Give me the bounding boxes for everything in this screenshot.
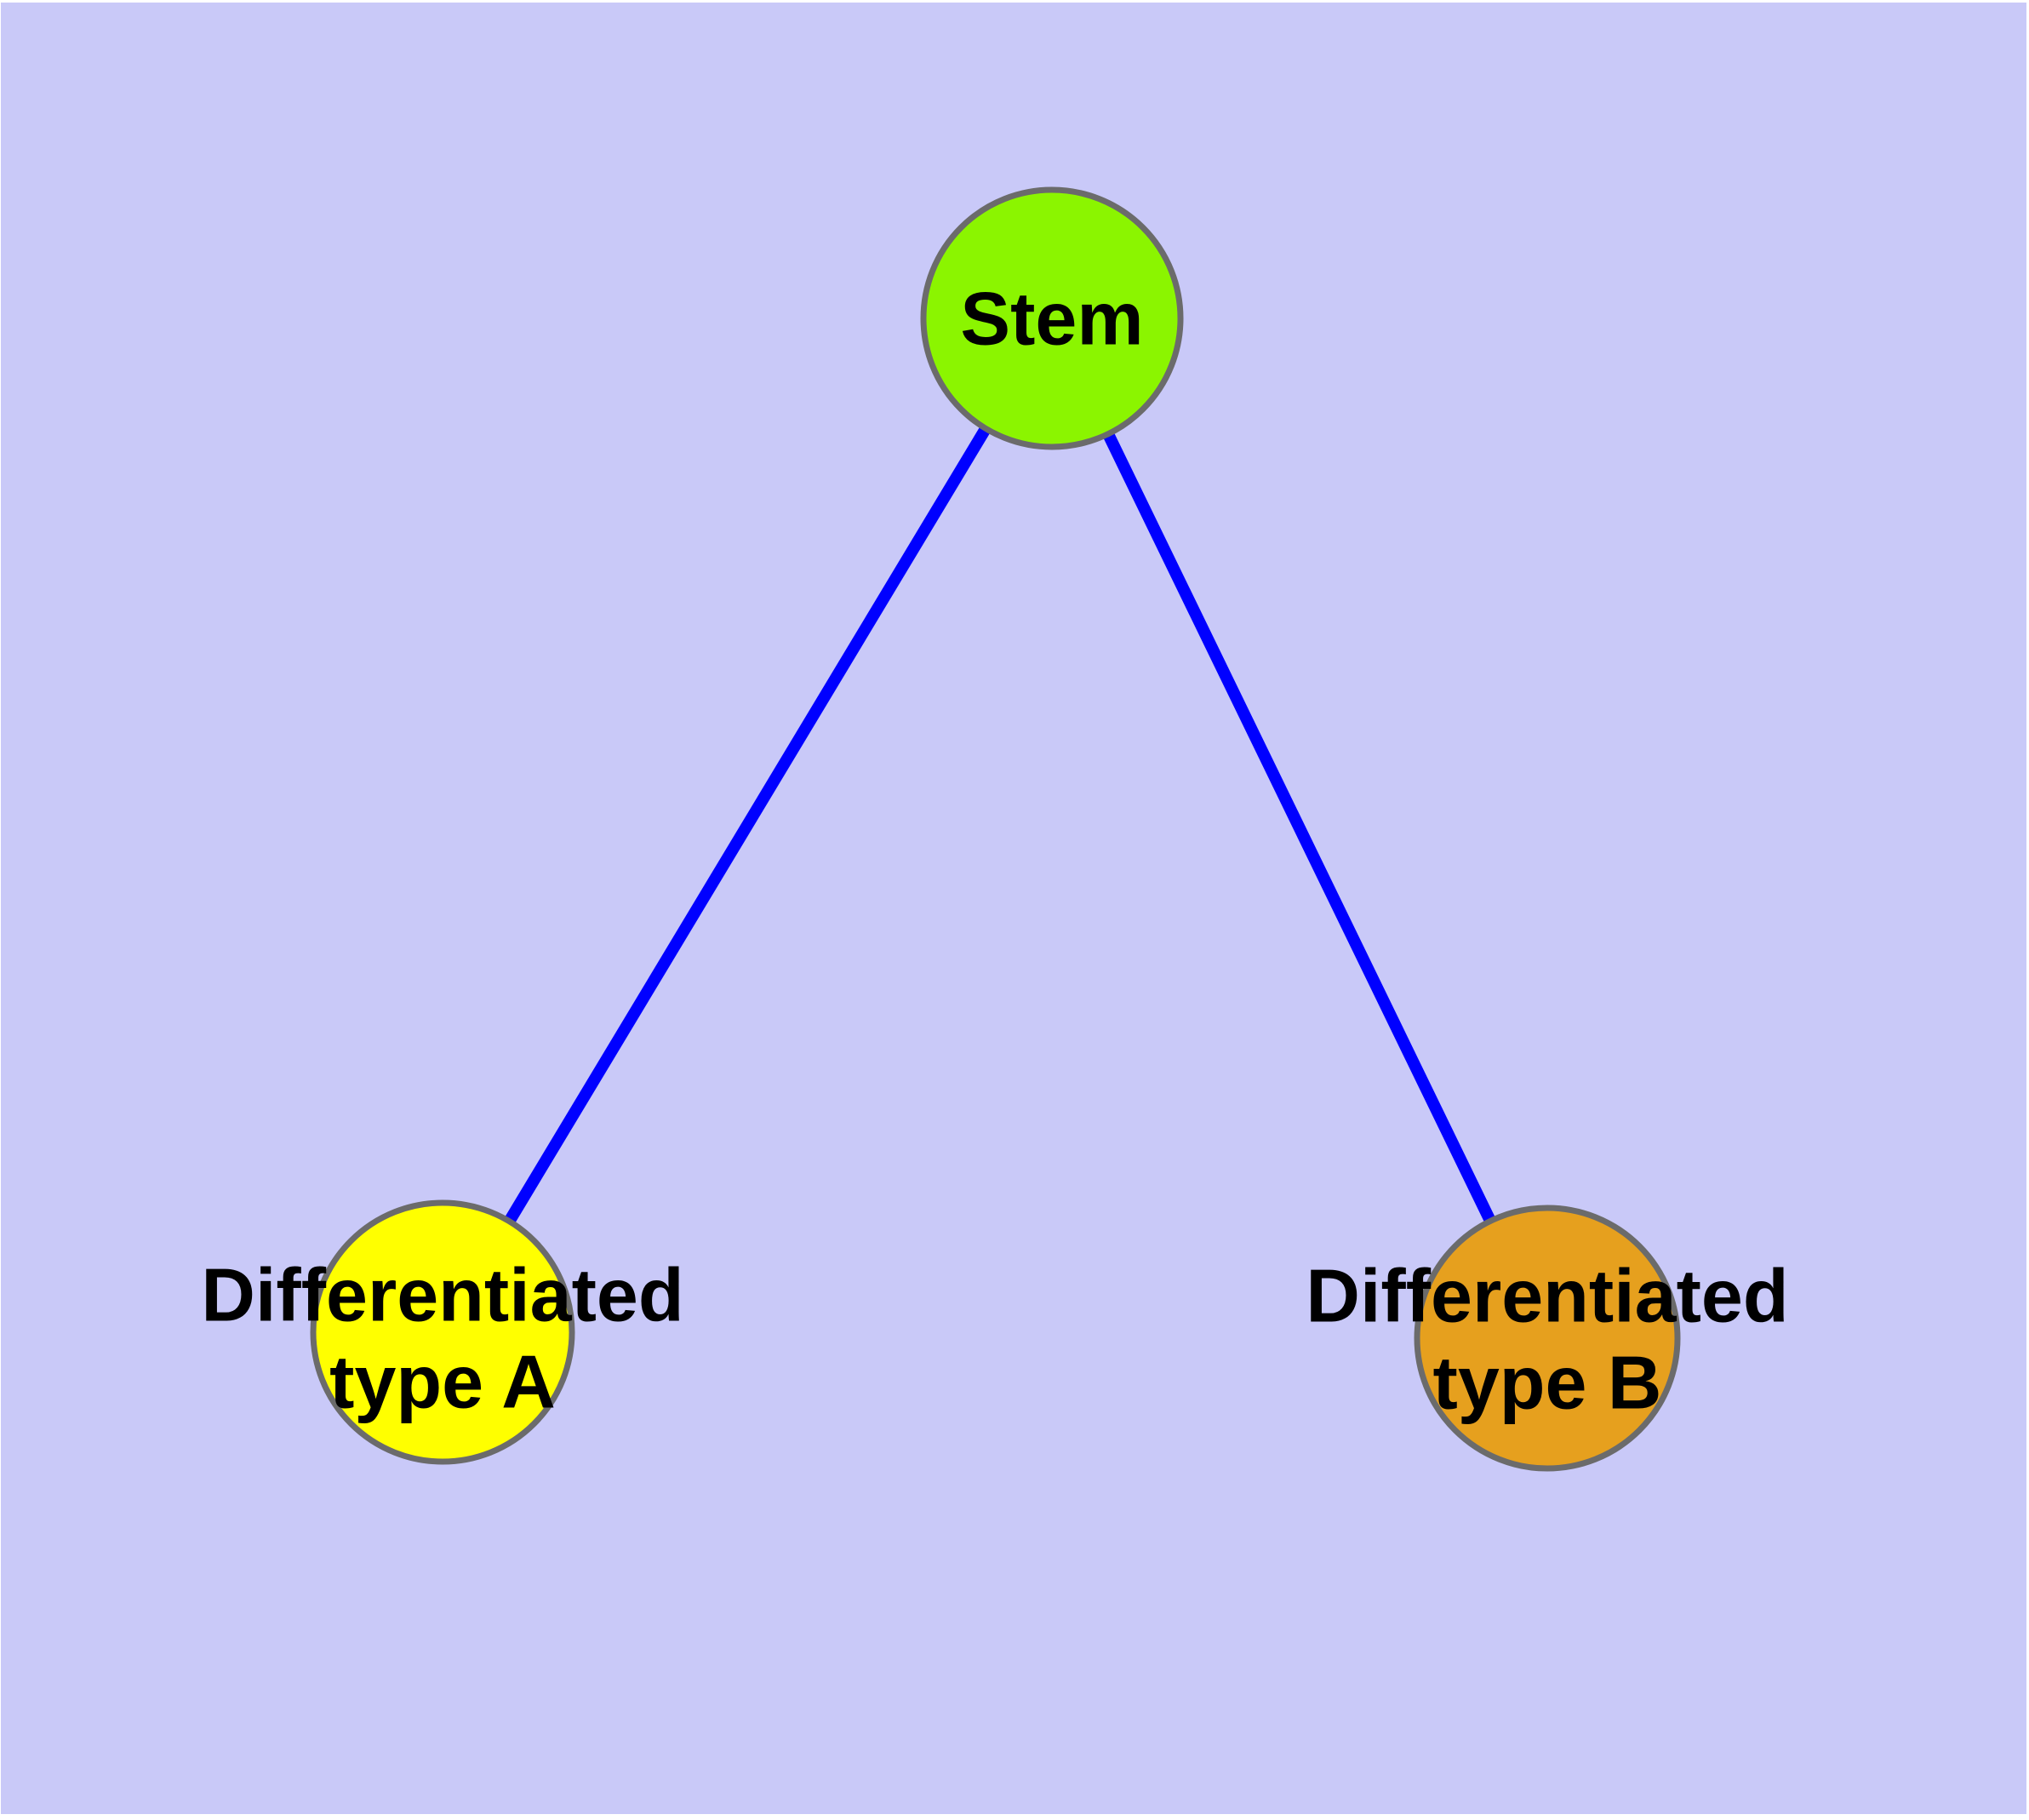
node-type-a-label-line2: type A <box>329 1340 556 1424</box>
node-type-b-label-line2: type B <box>1433 1341 1662 1425</box>
edge-stem-to-type-a <box>437 315 1057 1336</box>
node-type-a-circle <box>310 1199 575 1465</box>
node-type-b-circle <box>1414 1205 1681 1472</box>
edge-stem-to-type-b <box>1046 315 1553 1342</box>
node-stem-label: Stem <box>960 277 1143 361</box>
node-type-a-label-line1: Differentiated <box>201 1253 683 1337</box>
node-type-b-label-line1: Differentiated <box>1306 1254 1788 1338</box>
node-stem-circle <box>920 186 1184 450</box>
